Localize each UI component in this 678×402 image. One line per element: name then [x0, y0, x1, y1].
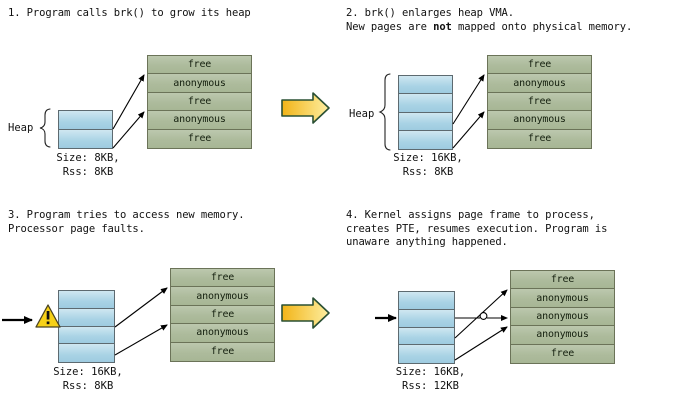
phys-row: free	[488, 92, 591, 112]
panel-4-caption: 4. Kernel assigns page frame to process,…	[346, 209, 608, 248]
phys-row: free	[171, 342, 274, 361]
heap-cell	[59, 344, 114, 362]
panel-2-heap-brace	[378, 73, 391, 151]
panel-1-heap-box	[58, 110, 113, 149]
heap-cell	[399, 327, 454, 346]
heap-cell	[399, 309, 454, 328]
panel-2-heap-label: Heap	[349, 108, 375, 120]
phys-row: free	[171, 269, 274, 288]
panel-2-physical-memory: free anonymous free anonymous free	[487, 55, 592, 149]
heap-cell	[59, 291, 114, 309]
phys-row: free	[488, 56, 591, 75]
phys-row: anonymous	[511, 326, 614, 345]
phys-row: anonymous	[511, 307, 614, 327]
panel-1-physical-memory: free anonymous free anonymous free	[147, 55, 252, 149]
phys-row: anonymous	[488, 74, 591, 93]
phys-row: anonymous	[488, 111, 591, 130]
panel-1-heap-brace	[39, 108, 51, 148]
page-fault-warning-icon	[35, 304, 61, 328]
panel-1-caption: 1. Program calls brk() to grow its heap	[8, 7, 251, 19]
phys-row: anonymous	[148, 111, 251, 130]
phys-row: free	[511, 344, 614, 363]
panel-1-heap-label: Heap	[8, 122, 34, 134]
phys-row: free	[148, 92, 251, 112]
panel-3-size-label: Size: 16KB, Rss: 8KB	[53, 366, 123, 392]
panel-2-mapping-arrows	[452, 74, 485, 149]
panel-1-size-label: Size: 8KB, Rss: 8KB	[56, 152, 120, 178]
heap-cell	[399, 112, 452, 131]
phys-row: anonymous	[148, 74, 251, 93]
panel-3-caption: 3. Program tries to access new memory. P…	[8, 209, 245, 235]
heap-cell	[399, 94, 452, 113]
panel-4-physical-memory: free anonymous anonymous anonymous free	[510, 270, 615, 364]
heap-cell	[59, 129, 112, 148]
panel-4-mapping-arrows	[454, 289, 508, 361]
phys-row: anonymous	[171, 287, 274, 306]
panel-1-mapping-arrows	[112, 74, 145, 149]
phys-row: free	[511, 271, 614, 290]
phys-row: free	[488, 129, 591, 148]
phys-row: anonymous	[171, 324, 274, 343]
panel-3-physical-memory: free anonymous free anonymous free	[170, 268, 275, 362]
panel-3-mapping-arrows	[114, 287, 168, 356]
panel-4-size-label: Size: 16KB, Rss: 12KB	[395, 366, 466, 392]
heap-cell	[399, 345, 454, 363]
step-arrow-3-to-4	[281, 297, 330, 329]
heap-cell	[59, 326, 114, 345]
panel-2-size-label: Size: 16KB, Rss: 8KB	[393, 152, 463, 178]
heap-cell	[399, 292, 454, 310]
phys-row: free	[148, 129, 251, 148]
heap-cell	[59, 308, 114, 327]
panel-4-heap-box	[398, 291, 455, 364]
caption-bold-not: not	[433, 20, 452, 33]
panel-3-heap-box	[58, 290, 115, 363]
panel-2-caption: 2. brk() enlarges heap VMA.New pages are…	[346, 7, 633, 33]
heap-cell	[59, 111, 112, 130]
phys-row: free	[171, 305, 274, 325]
panel-2-heap-box	[398, 75, 453, 150]
phys-row: free	[148, 56, 251, 75]
heap-cell	[399, 130, 452, 149]
heap-cell	[399, 76, 452, 95]
phys-row: anonymous	[511, 289, 614, 308]
step-arrow-1-to-2	[281, 92, 330, 124]
